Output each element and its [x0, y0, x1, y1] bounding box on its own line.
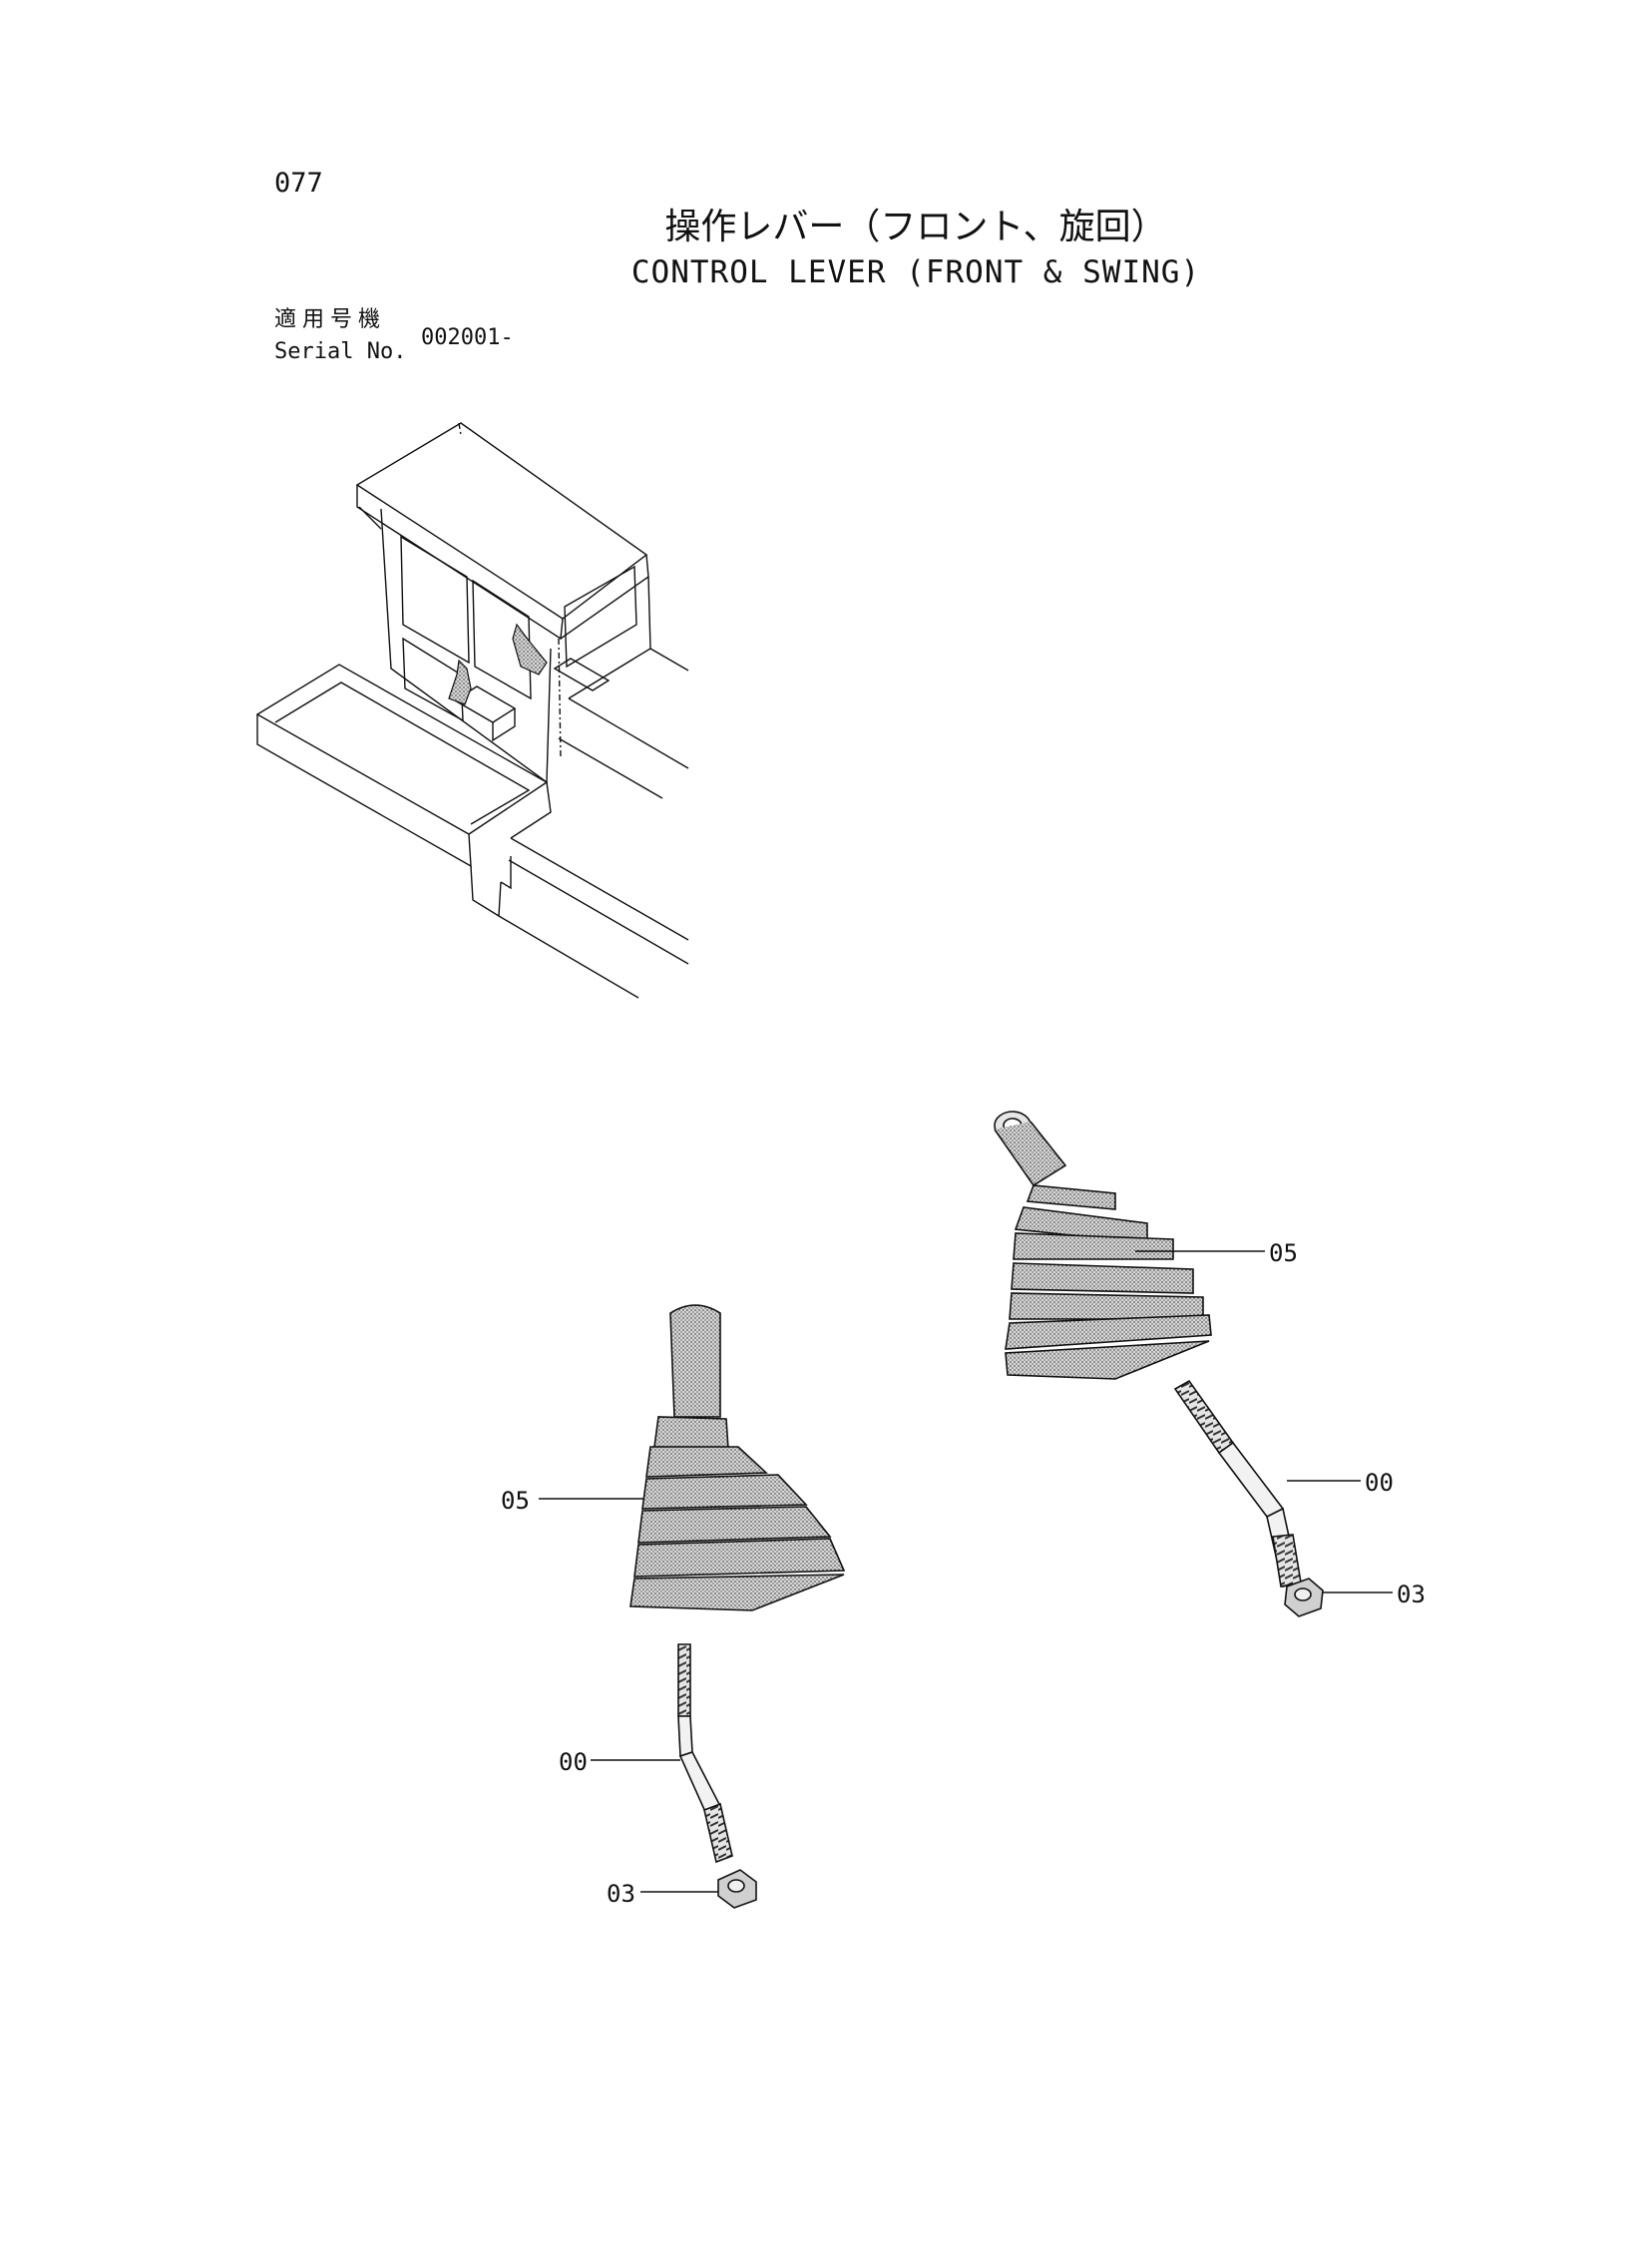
cab-overview-levers	[448, 623, 548, 705]
callout-left-nut: 03	[607, 1880, 635, 1908]
callout-left-boot: 05	[501, 1487, 530, 1515]
page-title-english: CONTROL LEVER (FRONT & SWING)	[630, 254, 1201, 290]
serial-label-english: Serial No.	[274, 339, 407, 364]
callout-left-lever: 00	[559, 1748, 588, 1776]
right-lever-rod	[1173, 1379, 1302, 1587]
right-lever-boot	[994, 1111, 1212, 1380]
callout-right-lever: 00	[1365, 1469, 1394, 1497]
page-number: 077	[274, 168, 323, 199]
left-lever-nut	[717, 1869, 757, 1909]
callout-right-nut: 03	[1397, 1581, 1426, 1608]
right-lever-nut	[1284, 1578, 1324, 1617]
page-title-japanese: 操作レバー（フロント、旋回）	[664, 207, 1167, 247]
cab-overview-illustration	[255, 422, 689, 999]
left-lever-rod	[677, 1643, 733, 1864]
serial-label-japanese: 適用号機	[274, 307, 387, 332]
callout-right-boot: 05	[1269, 1239, 1298, 1267]
serial-number-value: 002001-	[421, 325, 514, 350]
left-lever-boot	[629, 1304, 846, 1611]
